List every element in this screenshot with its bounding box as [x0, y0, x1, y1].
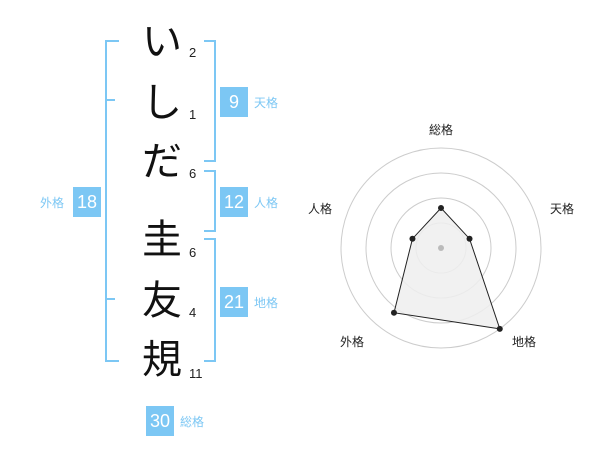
soukaku-value-badge: 30 [146, 406, 174, 436]
name-char-5: 友 [142, 278, 182, 324]
stroke-count-2: 1 [189, 107, 197, 122]
name-char-2: し [142, 80, 182, 126]
gaikaku-label: 外格 [40, 196, 65, 210]
name-char-3: だ [142, 139, 182, 185]
stroke-count-4: 6 [189, 245, 197, 260]
tenkaku-value-badge: 9 [220, 87, 248, 117]
tenkaku-label: 天格 [254, 96, 279, 110]
chikaku-label: 地格 [254, 296, 279, 310]
radar-point-1 [438, 205, 444, 211]
radar-center-dot [438, 245, 444, 251]
stroke-count-1: 2 [189, 45, 197, 60]
radar-point-5 [409, 235, 416, 242]
gaikaku-value-badge: 18 [73, 187, 101, 217]
chikaku-bracket [204, 238, 216, 362]
stroke-count-6: 11 [189, 366, 203, 381]
name-char-6: 規 [142, 337, 182, 383]
radar-point-2 [466, 235, 473, 242]
radar-ring-3 [365, 172, 517, 324]
gaikaku-bracket-tick-lower [105, 298, 115, 300]
stroke-count-5: 4 [189, 305, 197, 320]
name-char-4: 圭 [142, 217, 182, 263]
stroke-count-3: 6 [189, 166, 197, 181]
radar-axis-label-chikaku: 地格 [512, 334, 536, 349]
radar-polygon [393, 207, 501, 330]
radar-ring-4 [340, 147, 542, 349]
radar-point-4 [390, 309, 397, 316]
radar-axis-label-jinkaku: 人格 [308, 201, 332, 216]
gaikaku-bracket-tick-upper [105, 99, 115, 101]
radar-axis-label-gaikaku: 外格 [340, 334, 364, 349]
radar-axis-label-soukaku: 総格 [429, 122, 453, 137]
name-char-1: い [142, 19, 182, 65]
radar-point-3 [496, 325, 503, 332]
gaikaku-bracket [105, 40, 119, 362]
chikaku-value-badge: 21 [220, 287, 248, 317]
jinkaku-label: 人格 [254, 196, 279, 210]
fortune-radar-chart: 総格 天格 地格 外格 人格 [308, 122, 574, 349]
tenkaku-bracket [204, 40, 216, 162]
soukaku-label: 総格 [180, 415, 205, 429]
radar-axis-label-tenkaku: 天格 [550, 201, 574, 216]
jinkaku-value-badge: 12 [220, 187, 248, 217]
jinkaku-bracket [204, 170, 216, 232]
